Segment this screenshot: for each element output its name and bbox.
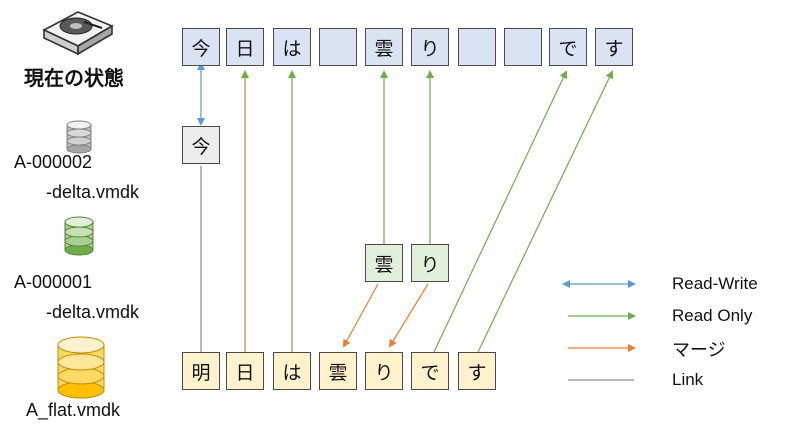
base-cell-3: は <box>273 352 311 390</box>
delta2-label-line2: -delta.vmdk <box>46 182 140 202</box>
base-cell-5: り <box>365 352 403 390</box>
legend-merge: マージ <box>672 340 726 361</box>
current-cell-3: は <box>273 28 311 66</box>
delta1-label-line2: -delta.vmdk <box>46 302 140 322</box>
legend-read-only: Read Only <box>672 306 753 325</box>
current-cell-5: 雲 <box>365 28 403 66</box>
gold-database-icon <box>57 336 105 399</box>
read-only-link <box>477 70 614 353</box>
current-state-label: 現在の状態 <box>24 66 124 90</box>
current-cell-4 <box>319 28 357 66</box>
base-label: A_flat.vmdk <box>26 400 121 420</box>
base-cell-1: 明 <box>182 352 220 390</box>
hard-disk-icon <box>42 11 114 56</box>
base-cell-2: 日 <box>226 352 264 390</box>
green-database-icon <box>64 216 94 256</box>
delta2-label-line1: A-000002 <box>14 152 93 172</box>
current-cell-1: 今 <box>182 28 220 66</box>
current-cell-2: 日 <box>226 28 264 66</box>
current-cell-10: す <box>595 28 633 66</box>
base-cell-4: 雲 <box>319 352 357 390</box>
legend-link: Link <box>672 370 704 389</box>
current-cell-7 <box>458 28 496 66</box>
current-cell-6: り <box>411 28 449 66</box>
current-cell-9: で <box>549 28 587 66</box>
base-cell-7: す <box>458 352 496 390</box>
legend-read-write: Read-Write <box>672 274 758 293</box>
read-only-link <box>433 70 568 353</box>
delta2-cell-1: 今 <box>182 126 220 164</box>
merge-link <box>388 283 429 348</box>
delta1-label-line1: A-000001 <box>14 272 93 292</box>
base-cell-6: で <box>411 352 449 390</box>
current-cell-8 <box>504 28 542 66</box>
delta1-cell-1: 雲 <box>365 244 403 282</box>
gray-database-icon <box>66 120 92 154</box>
merge-link <box>343 283 379 348</box>
delta1-cell-2: り <box>411 244 449 282</box>
